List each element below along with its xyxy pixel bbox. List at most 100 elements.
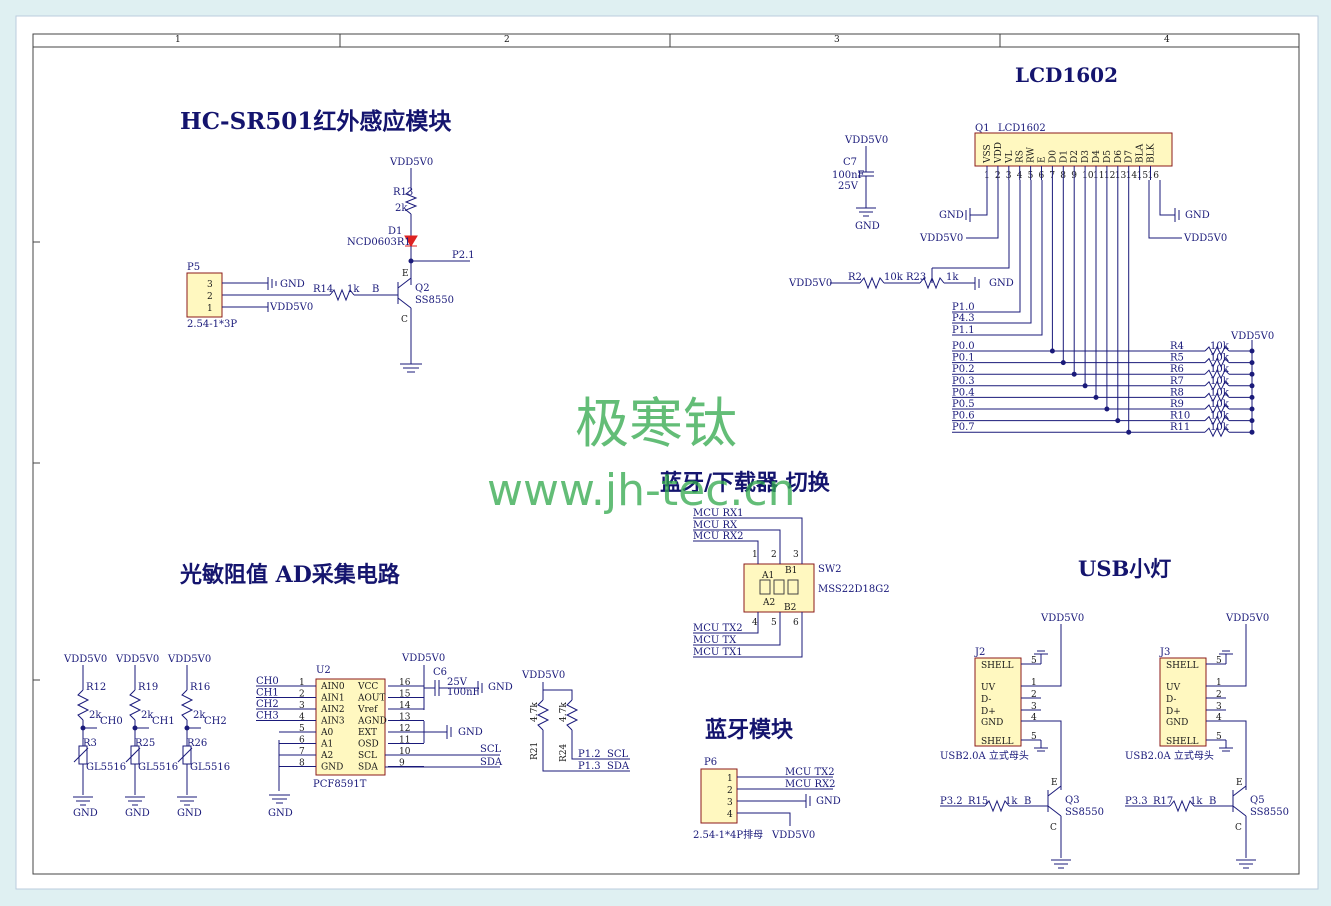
net-label: P1.1: [952, 325, 975, 336]
resistor-label: R6: [1170, 364, 1184, 375]
resistor-value: 10k: [1210, 376, 1230, 387]
sw-value: MSS22D18G2: [818, 584, 890, 595]
connector-p5: [186, 272, 223, 318]
resistor-value: 10k: [1210, 411, 1230, 422]
transistor-label: Q5: [1250, 795, 1265, 806]
resistor-label: R7: [1170, 376, 1184, 387]
resistor-value: 10k: [1210, 353, 1230, 364]
lcd-pin-number: 12: [1104, 171, 1115, 181]
r23-label: R23: [906, 272, 926, 283]
base-label: B: [1209, 796, 1216, 807]
vdd-label: VDD5V0: [521, 670, 565, 681]
title-bluetooth: 蓝牙模块: [705, 717, 794, 743]
sheet-border: [32, 33, 1300, 875]
lcd-pin-name: D6: [1114, 150, 1124, 163]
net-label: P3.3: [1125, 796, 1148, 807]
junction-dot: [1104, 406, 1110, 412]
resistor-icon: [128, 689, 142, 721]
resistor-value: 2k: [141, 710, 154, 721]
lcd-pin-name: RS: [1016, 150, 1026, 163]
photoresistor-label: R3: [83, 738, 97, 749]
watermark-cn: 极寒钛: [575, 392, 737, 455]
r24-value: 4.7k: [559, 702, 569, 722]
pin-number: 4: [727, 810, 733, 820]
pin-number: 13: [399, 713, 411, 723]
net-label: MCU TX1: [693, 647, 743, 658]
pin-number: 4: [752, 618, 758, 628]
usb-footprint: USB2.0A 立式母头: [940, 749, 1029, 762]
resistor-label: R12: [86, 682, 106, 693]
ic-pin-name: AOUT: [357, 694, 385, 704]
title-usb-lamp: USB小灯: [1078, 556, 1171, 581]
title-hcsr501: HC-SR501红外感应模块: [180, 108, 451, 135]
pin-number: 11: [399, 736, 410, 746]
lcd-pin-name: BLK: [1147, 143, 1157, 163]
r24-label: R24: [559, 743, 569, 762]
transistor-label: Q3: [1065, 795, 1080, 806]
base-label: B: [372, 284, 379, 295]
net-label: MCU TX2: [785, 767, 835, 778]
vdd-label: VDD5V0: [401, 653, 445, 664]
sw-pole: A1: [761, 571, 774, 581]
ic-pin-name: AGND: [357, 717, 387, 727]
net-label: MCU RX2: [785, 779, 836, 790]
net-label: P3.2: [940, 796, 963, 807]
ic-pin-name: VCC: [357, 682, 378, 692]
pin-number: 9: [399, 759, 405, 769]
pin-number: 4: [1216, 713, 1222, 723]
junction-dot: [132, 725, 138, 731]
resistor-label: R15: [968, 796, 988, 807]
vdd-label: VDD5V0: [1183, 233, 1227, 244]
connector-p6: [700, 768, 738, 824]
pin-number: 1: [1031, 678, 1037, 688]
ic-pin-name: OSD: [358, 740, 379, 750]
title-photo: 光敏阻值 AD采集电路: [179, 562, 401, 588]
c7-label: C7: [843, 157, 857, 168]
photoresistor-value: GL5516: [138, 762, 178, 773]
resistor-label: R16: [190, 682, 210, 693]
junction-dot: [1093, 394, 1099, 400]
p5-label: P5: [187, 262, 200, 273]
net-label: MCU TX2: [693, 623, 743, 634]
lcd-pin-number: 14: [1126, 171, 1138, 181]
pin-number: 1: [299, 678, 305, 688]
lcd-pin-name: D1: [1059, 150, 1069, 163]
bluetooth-circuit: P6 1 2 3 4 MCU TX2 MCU RX2 GND VDD5V0 2.…: [693, 757, 841, 841]
r21-value: 4.7k: [530, 702, 540, 722]
lcd-pin-name: RW: [1027, 146, 1037, 163]
usb-pin-name: D-: [1166, 695, 1176, 705]
ic-pin-name: A0: [320, 728, 333, 738]
resistor-label: R19: [138, 682, 158, 693]
gnd-label: GND: [177, 808, 202, 819]
sw-pole: B1: [785, 566, 797, 576]
lcd-circuit: Q1 LCD1602 VSS1VDD2VL3RS4RW5E6D07D18D29D…: [788, 123, 1274, 438]
p21-label: P2.1: [452, 250, 475, 261]
net-label: P0.3: [952, 376, 975, 387]
junction-dot: [184, 725, 190, 731]
resistor-icon: [1204, 345, 1230, 357]
resistor-value: 2k: [89, 710, 102, 721]
lcd-pin-name: D2: [1070, 150, 1080, 163]
zone-label: 2: [504, 35, 510, 45]
lcd-pin-name: D3: [1081, 150, 1091, 163]
photoresistor-value: GL5516: [190, 762, 230, 773]
lcd-name: LCD1602: [998, 123, 1046, 134]
junction-dot: [1071, 371, 1077, 377]
vdd-label: VDD5V0: [844, 135, 888, 146]
channel-label: CH3: [256, 711, 279, 722]
gnd-label: GND: [458, 727, 483, 738]
scl-label: SCL: [480, 744, 502, 755]
zone-label: 4: [1164, 35, 1170, 45]
lcd-pin-name: VSS: [983, 144, 993, 164]
sw-label: SW2: [818, 564, 842, 575]
pin-number: 3: [1031, 702, 1037, 712]
resistor-icon: [1204, 403, 1230, 415]
usb-footprint: USB2.0A 立式母头: [1125, 749, 1214, 762]
usb-pin-name: SHELL: [981, 737, 1014, 747]
vdd-label: VDD5V0: [919, 233, 963, 244]
ic-pin-name: EXT: [358, 728, 377, 738]
net-label: P0.4: [952, 387, 975, 398]
lcd-pin-name: D5: [1103, 150, 1113, 163]
gnd-label: GND: [280, 279, 305, 290]
vdd-label: VDD5V0: [1230, 331, 1274, 342]
